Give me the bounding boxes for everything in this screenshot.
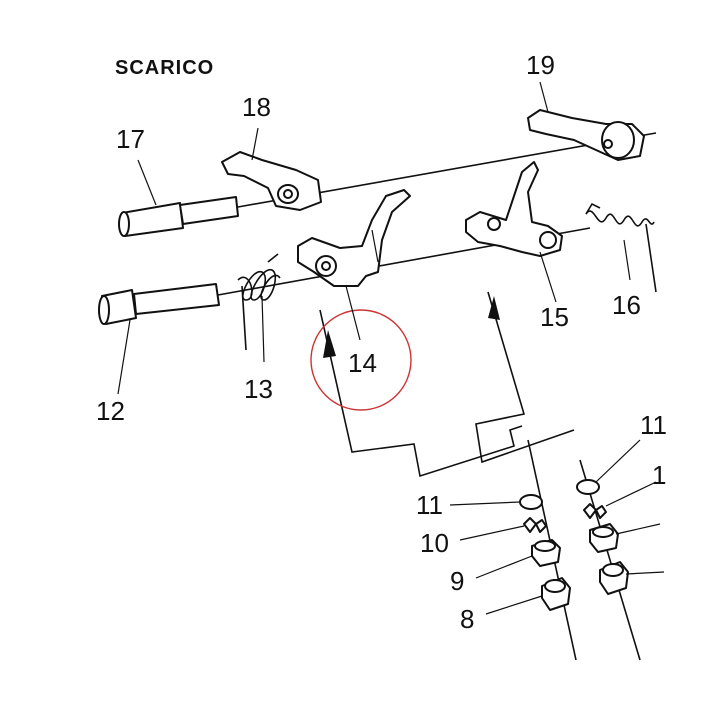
part-13-spring xyxy=(237,253,281,351)
leader-lines xyxy=(117,81,665,615)
highlight-circle xyxy=(310,309,412,411)
part-12-pin xyxy=(98,283,220,325)
arrow-head-right xyxy=(488,296,500,320)
part-19-rocker xyxy=(527,109,645,161)
label-part-16: 16 xyxy=(612,290,641,320)
part-15-lever xyxy=(465,161,563,257)
label-part-15: 15 xyxy=(540,302,569,332)
arrow-head-left xyxy=(323,330,336,358)
valve-stack-right xyxy=(576,459,641,661)
assembly-path-arrows xyxy=(319,291,575,478)
label-part-11-right: 11 xyxy=(640,410,667,440)
label-part-9: 9 xyxy=(450,566,464,596)
part-18-rocker xyxy=(221,151,322,211)
label-part-10-right: 1 xyxy=(652,460,666,490)
part-17-pin xyxy=(118,196,239,237)
label-part-13: 13 xyxy=(244,374,273,404)
label-part-10: 10 xyxy=(420,528,449,558)
label-part-8: 8 xyxy=(460,604,474,634)
label-part-17: 17 xyxy=(116,124,145,154)
title-scarico: SCARICO xyxy=(115,57,214,79)
label-part-19: 19 xyxy=(526,50,555,80)
label-part-18: 18 xyxy=(242,92,271,122)
valve-stack-left xyxy=(519,439,577,661)
label-part-11: 11 xyxy=(416,490,443,520)
label-part-14: 14 xyxy=(348,348,377,378)
part-16-spring xyxy=(585,202,657,293)
label-part-12: 12 xyxy=(96,396,125,426)
part-14-lever xyxy=(297,189,411,287)
